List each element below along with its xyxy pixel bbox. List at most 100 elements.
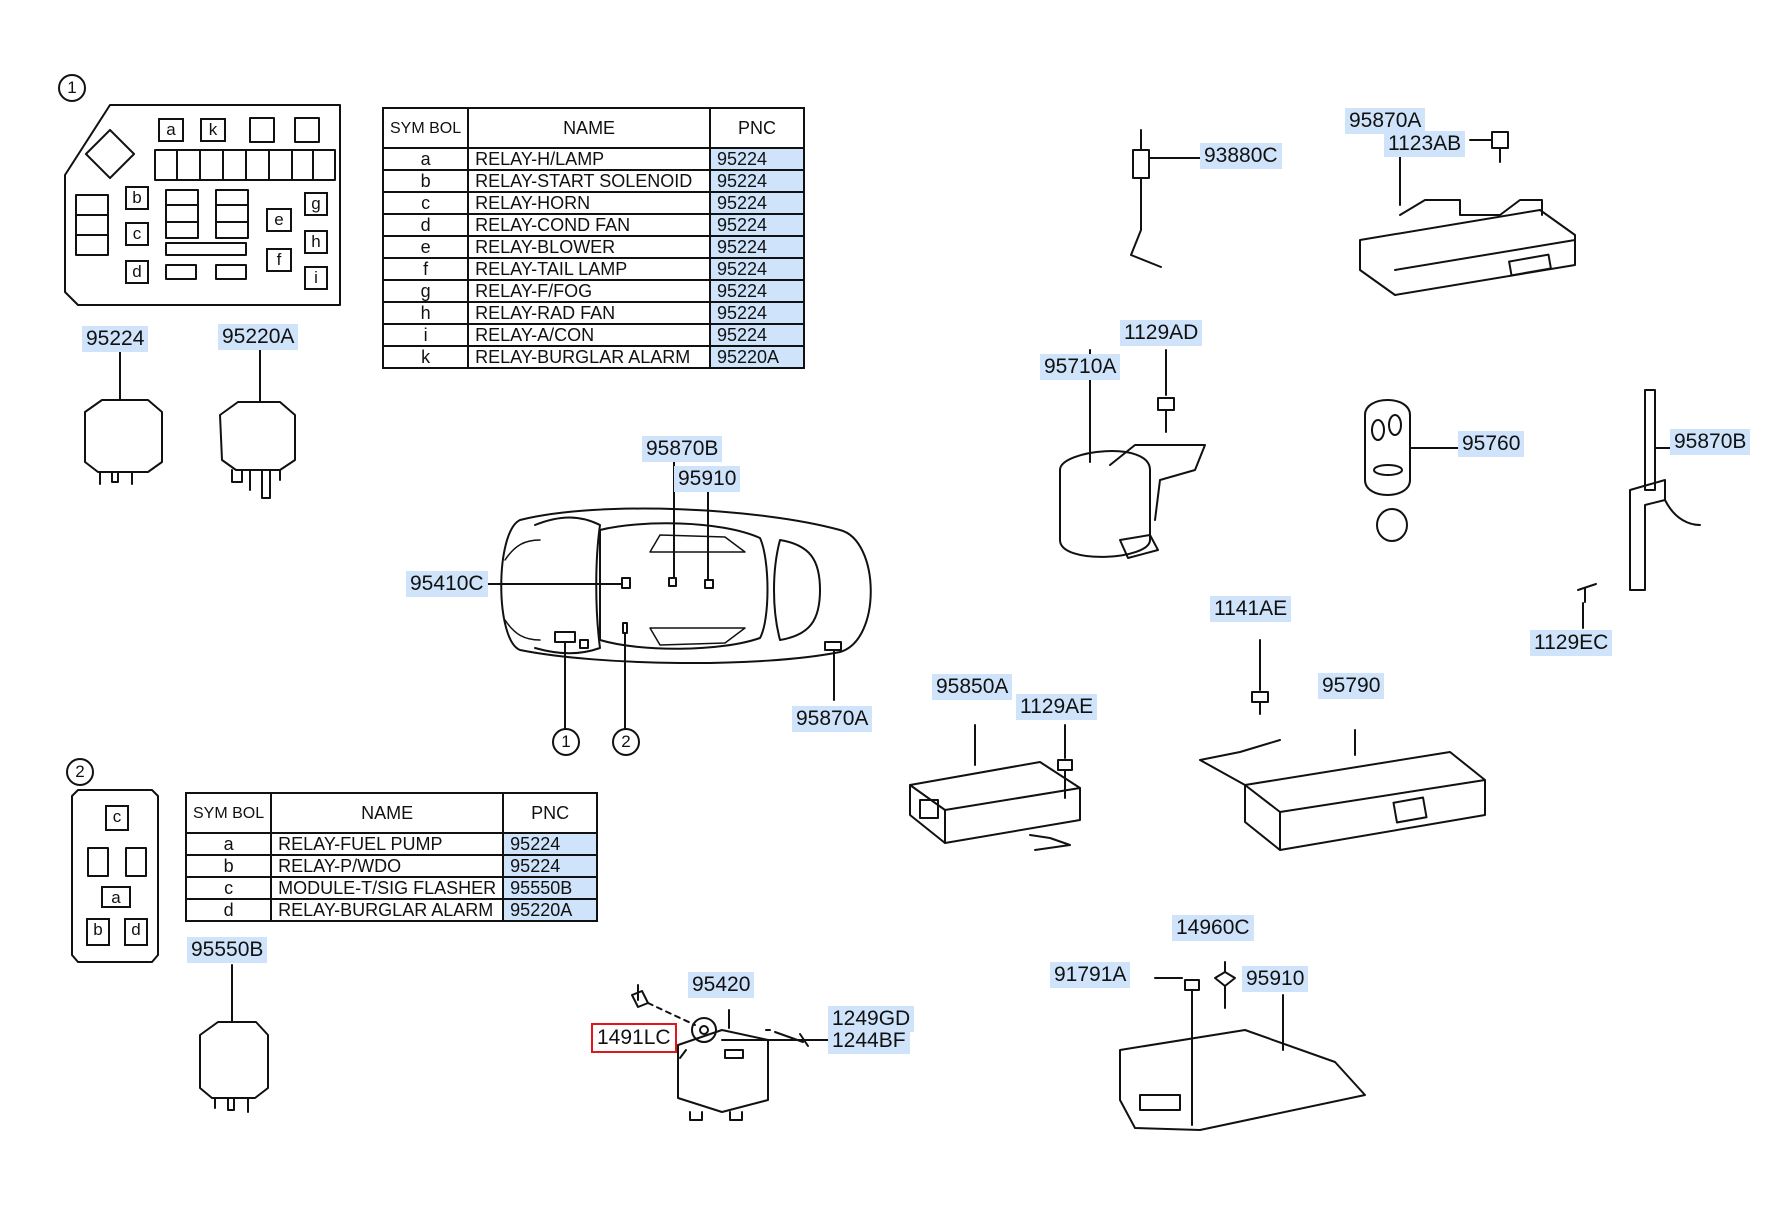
- table1-cell-name: RELAY-A/CON: [467, 323, 711, 347]
- relay-95224-drawing: [84, 349, 163, 485]
- relay-box-2-drawing: [71, 789, 159, 963]
- table1-cell-pnc[interactable]: 95224: [709, 191, 805, 215]
- relay-slot-i: i: [304, 266, 328, 290]
- label-1129EC[interactable]: 1129EC: [1530, 630, 1613, 656]
- label-95870B[interactable]: 95870B: [1670, 429, 1751, 455]
- car-callout-1: 1: [552, 728, 580, 756]
- table2-cell-sym: a: [184, 832, 273, 856]
- table1-cell-name: RELAY-START SOLENOID: [467, 169, 711, 193]
- table2-header-name: NAME: [270, 792, 505, 834]
- table1-cell-sym: c: [381, 191, 470, 215]
- table1-cell-sym: k: [381, 345, 470, 369]
- label-95850A[interactable]: 95850A: [932, 674, 1013, 700]
- label-1129AD[interactable]: 1129AD: [1120, 320, 1203, 346]
- label-95550B[interactable]: 95550B: [187, 937, 268, 963]
- label-93880C[interactable]: 93880C: [1200, 143, 1282, 169]
- table2-cell-sym: b: [184, 854, 273, 878]
- table1-header-name: NAME: [467, 107, 711, 149]
- table1-header-sym: SYM BOL: [381, 107, 470, 149]
- module-95790-drawing: [1199, 639, 1486, 851]
- table1-cell-pnc[interactable]: 95224: [709, 323, 805, 347]
- table2-cell-name: MODULE-T/SIG FLASHER: [270, 876, 505, 900]
- table1-cell-pnc[interactable]: 95224: [709, 279, 805, 303]
- table1-cell-name: RELAY-TAIL LAMP: [467, 257, 711, 281]
- label-1249GD[interactable]: 1249GD: [828, 1006, 915, 1032]
- label-1129AE[interactable]: 1129AE: [1016, 694, 1098, 720]
- module-95850A-drawing: [909, 724, 1081, 851]
- label-95224[interactable]: 95224: [82, 326, 149, 352]
- table1-cell-name: RELAY-H/LAMP: [467, 147, 711, 171]
- relay-slot-h: h: [304, 230, 328, 254]
- relay-box-1-drawing: [64, 104, 341, 306]
- relay-slot-f: f: [266, 248, 292, 272]
- car-callout-2: 2: [612, 728, 640, 756]
- table1-cell-pnc[interactable]: 95224: [709, 147, 805, 171]
- table2-cell-pnc[interactable]: 95224: [502, 854, 598, 878]
- label-1244BF[interactable]: 1244BF: [828, 1028, 910, 1054]
- table2-cell-sym: d: [184, 898, 273, 922]
- table1-cell-pnc[interactable]: 95224: [709, 213, 805, 237]
- table1-cell-name: RELAY-F/FOG: [467, 279, 711, 303]
- label-1141AE[interactable]: 1141AE: [1210, 596, 1292, 622]
- section-marker-1: 1: [58, 74, 86, 102]
- table1-cell-pnc[interactable]: 95224: [709, 301, 805, 325]
- label-14960C[interactable]: 14960C: [1172, 915, 1254, 941]
- table1-cell-name: RELAY-RAD FAN: [467, 301, 711, 325]
- label-1491LC-selected[interactable]: 1491LC: [591, 1023, 677, 1053]
- label-91791A[interactable]: 91791A: [1050, 962, 1131, 988]
- label-1123AB[interactable]: 1123AB: [1384, 131, 1466, 157]
- table2-cell-pnc[interactable]: 95220A: [502, 898, 598, 922]
- module-95910-drawing: [1119, 961, 1366, 1131]
- label-95870A[interactable]: 95870A: [1345, 108, 1426, 134]
- table1-cell-pnc[interactable]: 95224: [709, 235, 805, 259]
- relay-slot-a: a: [158, 118, 184, 142]
- label-95710A[interactable]: 95710A: [1040, 354, 1121, 380]
- table1-cell-name: RELAY-BLOWER: [467, 235, 711, 259]
- table2-cell-pnc[interactable]: 95550B: [502, 876, 598, 900]
- table1-cell-sym: g: [381, 279, 470, 303]
- table1-header-pnc: PNC: [709, 107, 805, 149]
- table1-cell-sym: i: [381, 323, 470, 347]
- label-95790[interactable]: 95790: [1318, 673, 1385, 699]
- table1-cell-sym: e: [381, 235, 470, 259]
- label-95870B-car[interactable]: 95870B: [642, 436, 723, 462]
- table1-cell-pnc[interactable]: 95224: [709, 169, 805, 193]
- label-95220A[interactable]: 95220A: [218, 324, 299, 350]
- relay-box2-slot-c: c: [105, 805, 129, 831]
- label-95760[interactable]: 95760: [1458, 431, 1525, 457]
- label-95910-car[interactable]: 95910: [674, 466, 741, 492]
- table1-cell-sym: b: [381, 169, 470, 193]
- label-95870A-car[interactable]: 95870A: [792, 706, 873, 732]
- table2-cell-sym: c: [184, 876, 273, 900]
- label-95410C[interactable]: 95410C: [406, 571, 488, 597]
- relay-95220A-drawing: [219, 349, 296, 499]
- car-body-drawing: [486, 461, 872, 729]
- table1-cell-pnc[interactable]: 95224: [709, 257, 805, 281]
- label-95910[interactable]: 95910: [1242, 966, 1309, 992]
- table2-cell-pnc[interactable]: 95224: [502, 832, 598, 856]
- relay-slot-b: b: [125, 186, 149, 210]
- table1-cell-pnc[interactable]: 95220A: [709, 345, 805, 369]
- table2-cell-name: RELAY-P/WDO: [270, 854, 505, 878]
- table1-cell-sym: a: [381, 147, 470, 171]
- label-95420[interactable]: 95420: [688, 972, 755, 998]
- buzzer-95420-drawing: [631, 984, 833, 1121]
- module-95870A-drawing: [1359, 131, 1576, 296]
- table2-cell-name: RELAY-BURGLAR ALARM: [270, 898, 505, 922]
- relay-slot-g: g: [304, 192, 328, 216]
